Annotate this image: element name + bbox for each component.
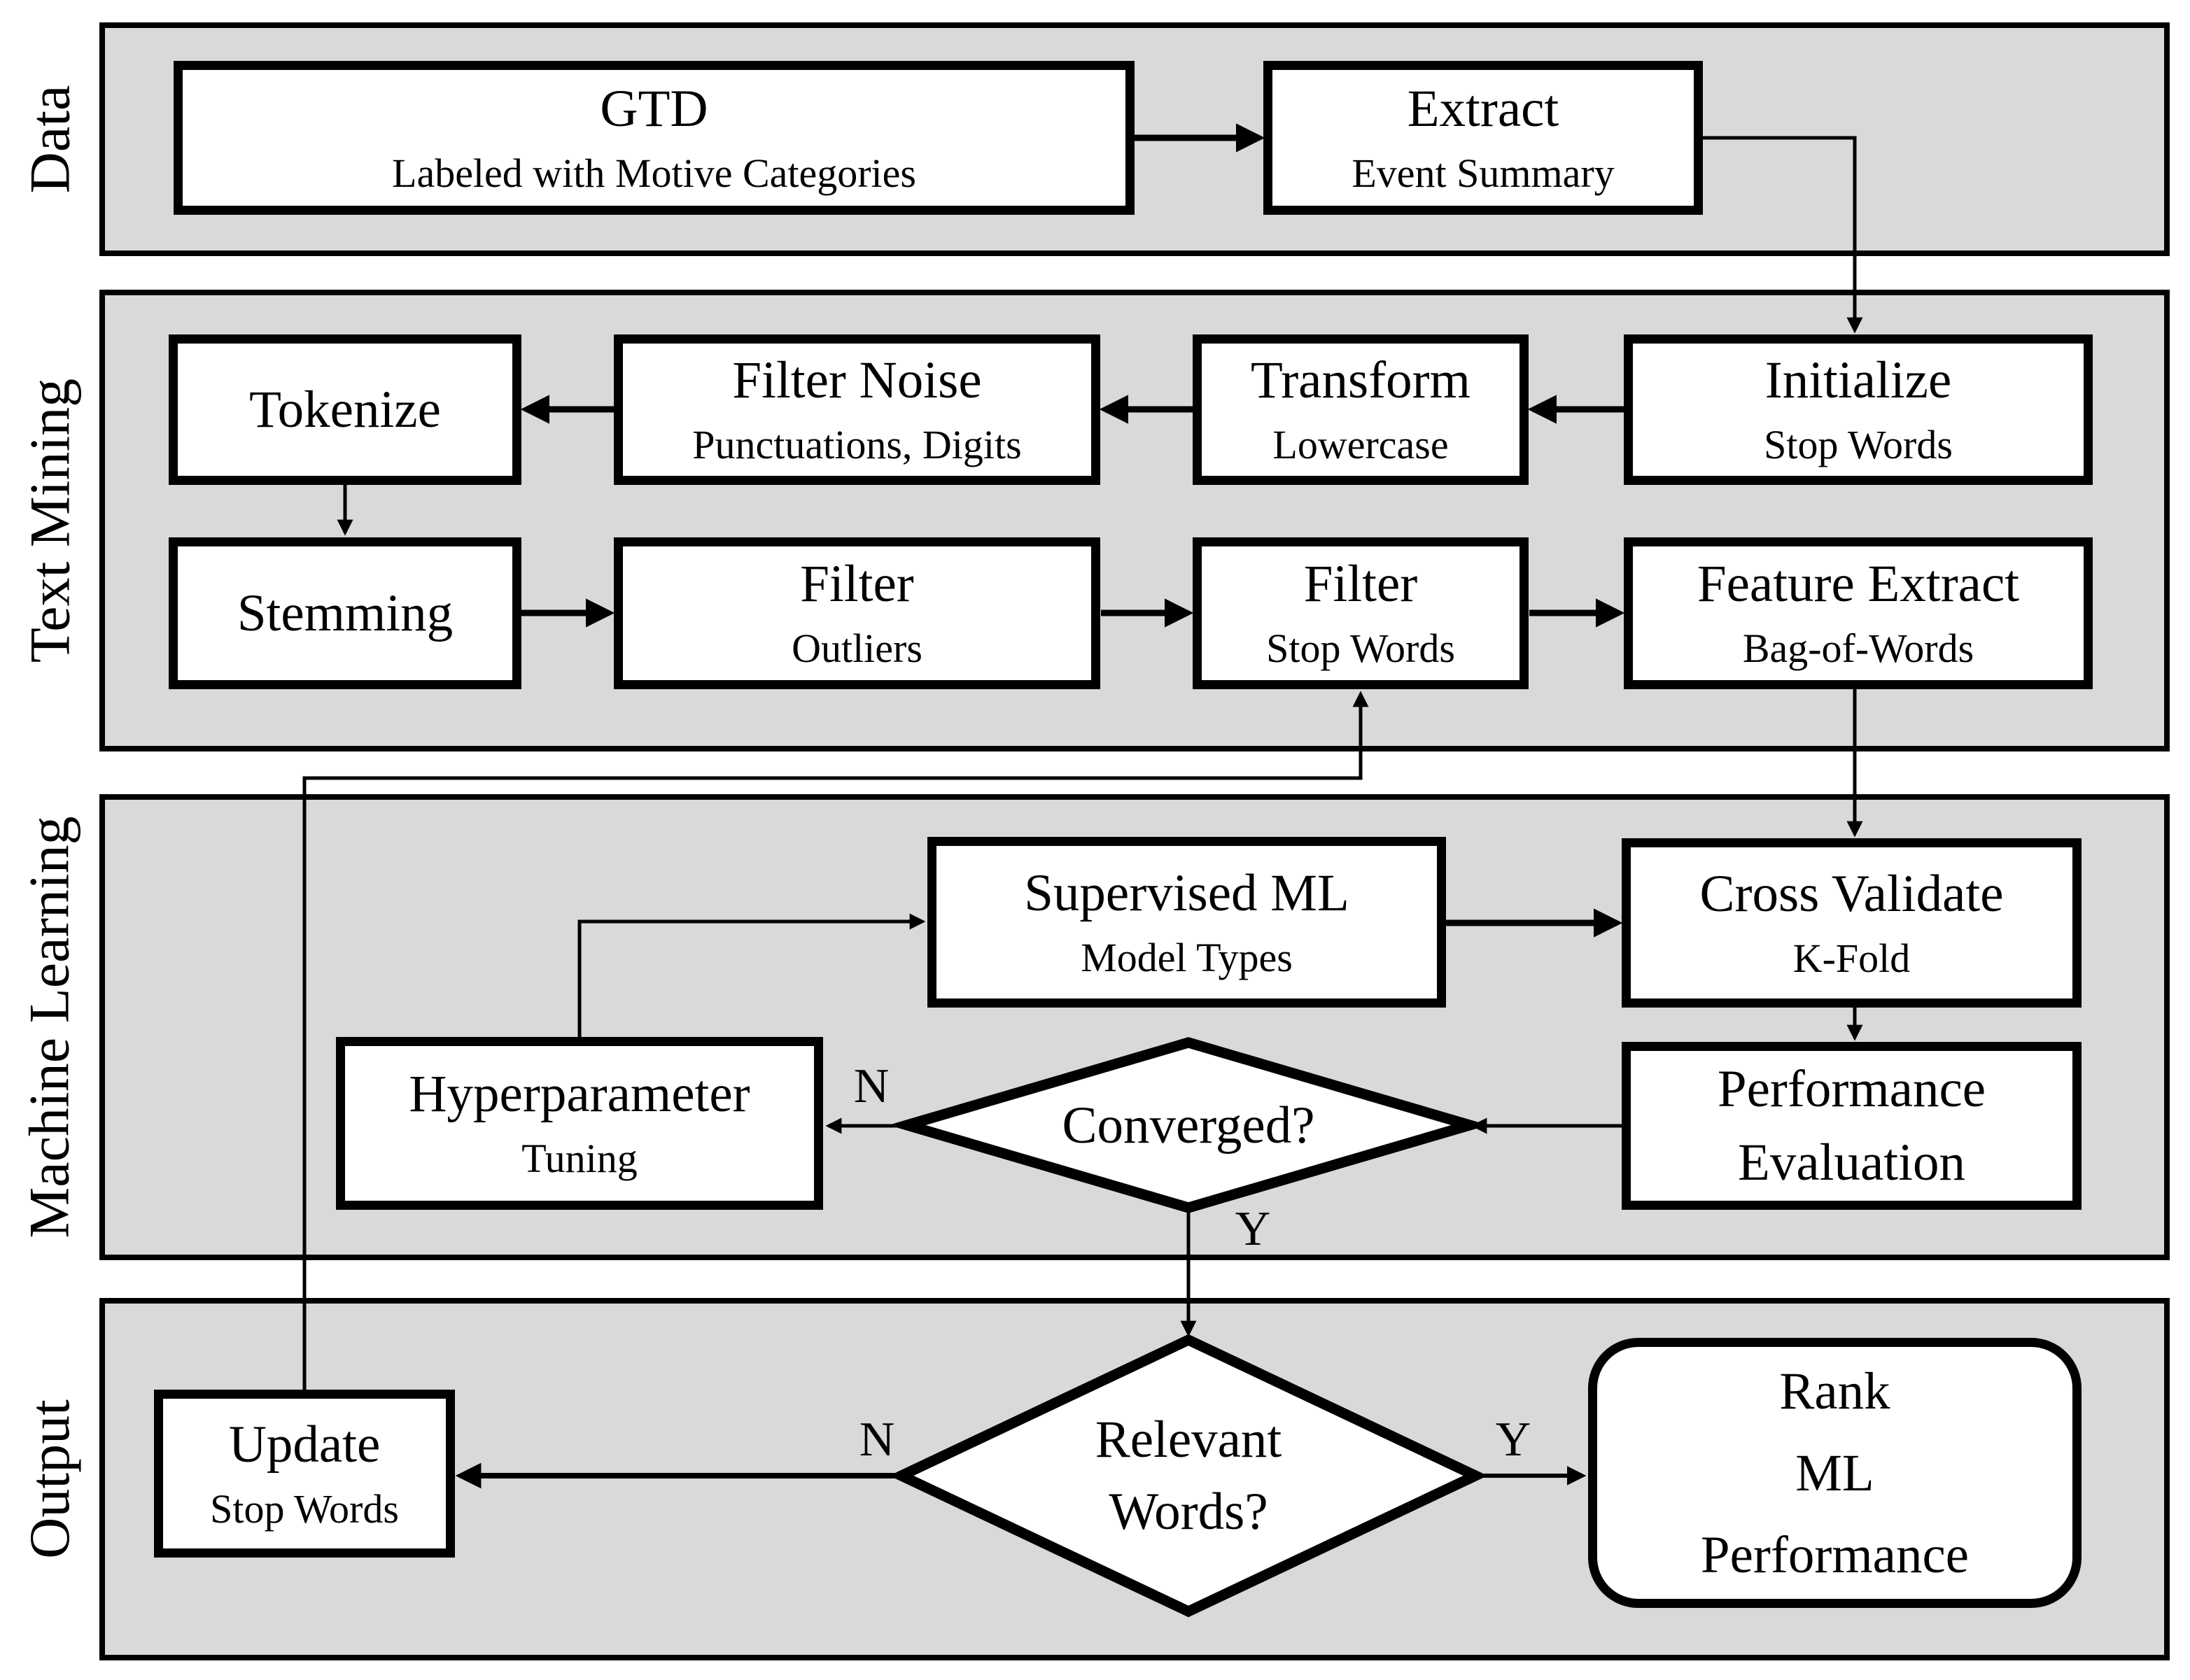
node-tokenize: Tokenize — [169, 334, 521, 485]
node-rank-ml-performance: Rank ML Performance — [1588, 1338, 2082, 1608]
edge-update-to-filter-stop-words-arrow — [302, 691, 1369, 1390]
branch-label-converged-no: N — [833, 1055, 910, 1118]
band-label-text-mining: Text Mining — [0, 290, 99, 751]
node-transform: Transform Lowercase — [1193, 334, 1529, 485]
node-extract-subtitle: Event Summary — [1352, 150, 1615, 196]
node-transform-title: Transform — [1251, 351, 1470, 409]
band-label-machine-learning: Machine Learning — [0, 794, 99, 1260]
node-performance-evaluation-line1: Performance — [1717, 1060, 1986, 1118]
band-label-data-text: Data — [17, 85, 82, 194]
branch-label-relevant-no: N — [838, 1409, 915, 1471]
node-extract-title: Extract — [1407, 79, 1559, 138]
node-filter-stop-words: Filter Stop Words — [1193, 537, 1529, 689]
node-hyperparameter: Hyperparameter Tuning — [336, 1037, 823, 1210]
node-feature-extract: Feature Extract Bag-of-Words — [1624, 537, 2093, 689]
node-cross-validate-subtitle: K-Fold — [1792, 935, 1911, 981]
node-gtd: GTD Labeled with Motive Categories — [174, 61, 1135, 215]
node-initialize: Initialize Stop Words — [1624, 334, 2093, 485]
node-cross-validate: Cross Validate K-Fold — [1622, 838, 2082, 1008]
node-stemming-title: Stemming — [237, 584, 454, 642]
node-filter-outliers-title: Filter — [800, 555, 914, 613]
decision-converged: Converged? — [907, 1043, 1470, 1208]
decision-converged-title: Converged? — [1062, 1096, 1315, 1155]
edge-hyperparameter-to-supervised-ml-arrow — [577, 913, 926, 1037]
branch-label-converged-no-text: N — [853, 1059, 890, 1113]
node-filter-outliers-subtitle: Outliers — [792, 626, 922, 671]
node-supervised-ml: Supervised ML Model Types — [927, 837, 1446, 1008]
node-performance-evaluation: Performance Evaluation — [1622, 1042, 2082, 1210]
decision-converged-shape — [888, 1037, 1489, 1213]
decision-relevant-words-line1: Relevant — [1095, 1411, 1282, 1469]
band-label-output-text: Output — [17, 1399, 82, 1559]
node-filter-noise-subtitle: Punctuations, Digits — [692, 422, 1022, 467]
node-stemming: Stemming — [169, 537, 521, 689]
band-label-text-mining-text: Text Mining — [17, 378, 81, 663]
node-feature-extract-title: Feature Extract — [1697, 555, 2020, 613]
node-transform-subtitle: Lowercase — [1272, 422, 1449, 467]
band-label-machine-learning-text: Machine Learning — [17, 816, 82, 1238]
decision-relevant-words-shape — [889, 1334, 1488, 1618]
decision-relevant-words: Relevant Words? — [901, 1340, 1475, 1611]
node-filter-outliers: Filter Outliers — [614, 537, 1100, 689]
node-initialize-subtitle: Stop Words — [1764, 422, 1953, 467]
edge-extract-to-initialize-arrow — [1703, 136, 1863, 334]
node-gtd-title: GTD — [600, 79, 708, 138]
node-filter-stop-words-title: Filter — [1303, 555, 1418, 613]
node-filter-stop-words-subtitle: Stop Words — [1266, 626, 1455, 671]
band-label-output: Output — [0, 1298, 99, 1660]
branch-label-converged-yes: Y — [1214, 1198, 1291, 1261]
branch-label-relevant-no-text: N — [859, 1413, 895, 1467]
node-gtd-subtitle: Labeled with Motive Categories — [392, 150, 916, 196]
node-feature-extract-subtitle: Bag-of-Words — [1742, 626, 1974, 671]
node-rank-line1: Rank — [1779, 1362, 1890, 1420]
node-update-subtitle: Stop Words — [210, 1485, 399, 1532]
node-filter-noise: Filter Noise Punctuations, Digits — [614, 334, 1100, 485]
node-performance-evaluation-line2: Evaluation — [1738, 1134, 1965, 1192]
branch-label-converged-yes-text: Y — [1235, 1202, 1271, 1256]
node-cross-validate-title: Cross Validate — [1699, 864, 2004, 923]
band-label-data: Data — [0, 22, 99, 256]
node-hyperparameter-subtitle: Tuning — [521, 1136, 638, 1181]
decision-relevant-words-line2: Words? — [1109, 1483, 1268, 1541]
node-extract: Extract Event Summary — [1263, 61, 1703, 215]
node-update: Update Stop Words — [154, 1390, 455, 1558]
node-filter-noise-title: Filter Noise — [732, 351, 982, 409]
node-initialize-title: Initialize — [1764, 351, 1952, 409]
node-supervised-ml-title: Supervised ML — [1024, 863, 1349, 922]
node-tokenize-title: Tokenize — [249, 381, 441, 439]
node-update-title: Update — [228, 1415, 381, 1474]
node-rank-line3: Performance — [1700, 1525, 1970, 1584]
node-hyperparameter-title: Hyperparameter — [409, 1065, 750, 1123]
branch-label-relevant-yes-text: Y — [1495, 1413, 1531, 1467]
node-rank-line2: ML — [1795, 1443, 1874, 1502]
branch-label-relevant-yes: Y — [1475, 1409, 1552, 1471]
node-supervised-ml-subtitle: Model Types — [1081, 934, 1293, 980]
